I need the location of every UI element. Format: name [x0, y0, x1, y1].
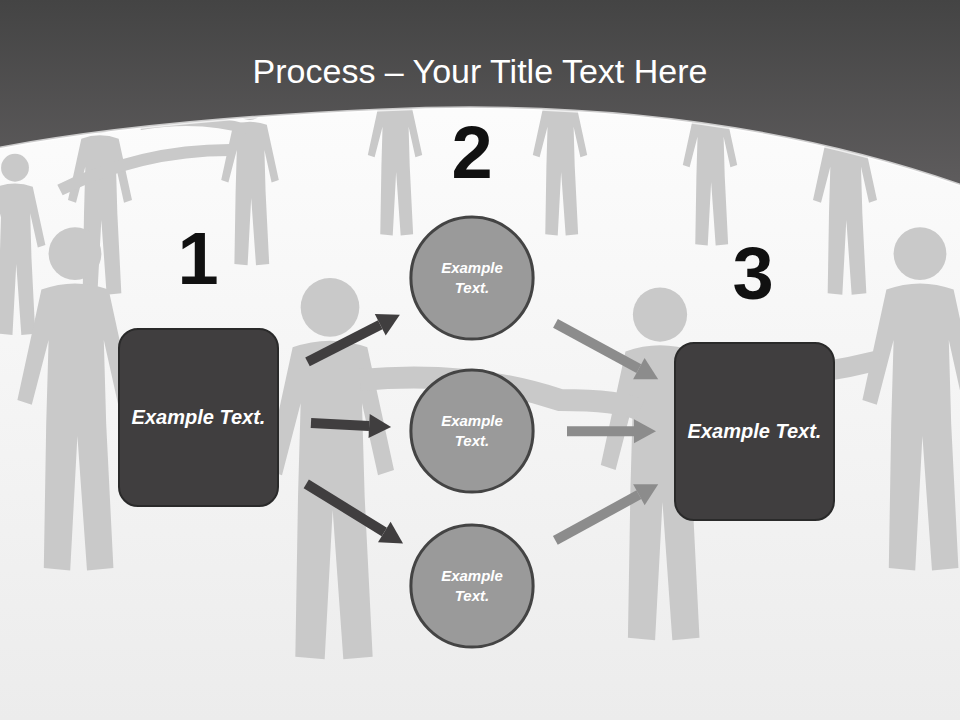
node-text: Example Text. [132, 404, 266, 431]
node-text: Example Text. [688, 418, 822, 445]
flow-arrow [311, 414, 391, 438]
node-text: Example Text. [423, 411, 521, 452]
process-circle: Example Text. [409, 523, 535, 649]
flow-arrow [308, 314, 400, 362]
flow-arrow [567, 419, 656, 443]
process-circle: Example Text. [409, 368, 535, 494]
node-text: Example Text. [423, 566, 521, 607]
process-box: Example Text. [674, 342, 835, 521]
node-text: Example Text. [423, 258, 521, 299]
flow-arrow [555, 323, 658, 379]
circle-outline [409, 368, 535, 494]
process-box: Example Text. [118, 328, 279, 507]
slide-title: Process – Your Title Text Here [0, 52, 960, 91]
circle-outline [409, 523, 535, 649]
step-number: 2 [451, 110, 492, 195]
process-circle: Example Text. [409, 215, 535, 341]
step-number: 3 [732, 231, 773, 316]
circle-outline [409, 215, 535, 341]
step-number: 1 [177, 216, 218, 301]
flow-arrow [306, 484, 403, 544]
flow-arrow [555, 484, 658, 540]
people-silhouettes [0, 73, 960, 659]
